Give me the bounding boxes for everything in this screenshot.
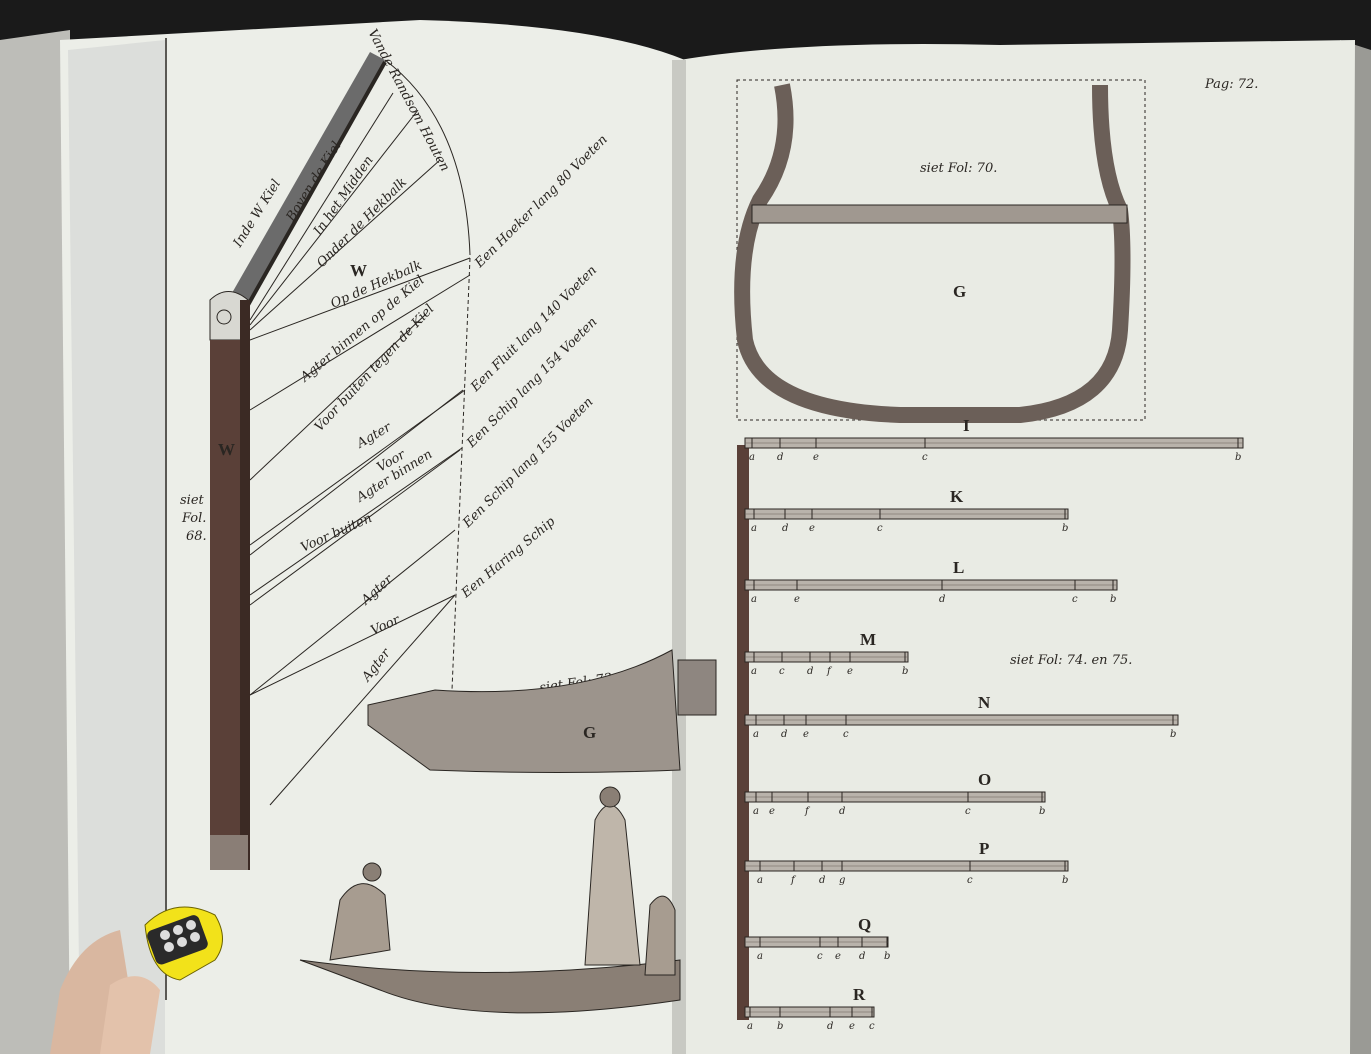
right-page [680, 40, 1355, 1054]
beam-tick-label: c [1072, 594, 1078, 605]
beam-letter: P [979, 839, 989, 858]
beam-tick-label: g [839, 875, 845, 886]
beam-tick-label: c [817, 951, 823, 962]
beam-tick-label: d [807, 666, 813, 677]
beam-tick-label: e [809, 523, 815, 534]
beam-tick-label: f [826, 666, 833, 677]
beam-tick-label: c [922, 452, 928, 463]
beam-tick-label: d [777, 452, 783, 463]
beam-tick-label: a [749, 452, 755, 463]
beam-tick-label: e [769, 806, 775, 817]
left-page-shadow [68, 40, 165, 1054]
beam-letter: I [963, 416, 970, 435]
beam-tick-label: b [902, 666, 908, 677]
beam-tick-label: b [1110, 594, 1116, 605]
beam-tick-label: a [751, 594, 757, 605]
beam-letter: M [860, 630, 876, 649]
beam-tick-label: b [777, 1021, 783, 1032]
beam-tick-label: f [804, 806, 811, 817]
hull-section-drawing: G [734, 79, 1146, 423]
beam-tick-label: d [859, 951, 865, 962]
keel-piece-end [677, 659, 717, 716]
beam-tick-label: b [1039, 806, 1045, 817]
beam-tick-label: d [781, 729, 787, 740]
beam-tick-label: c [877, 523, 883, 534]
beam-tick-label: b [884, 951, 890, 962]
center-letter: W [350, 261, 367, 280]
beam-tick-label: b [1235, 452, 1241, 463]
beam-tick-label: f [790, 875, 797, 886]
ref-top: siet Fol: 70. [920, 161, 997, 176]
beam-tick-label: d [782, 523, 788, 534]
beam-tick-label: a [751, 523, 757, 534]
beam-letter: N [978, 693, 991, 712]
beam-tick-label: c [869, 1021, 875, 1032]
ref-left-line: Fol. [181, 511, 206, 526]
ref-middle: siet Fol: 74. en 75. [1010, 653, 1132, 668]
keel-piece [367, 649, 681, 773]
page-stack-left [0, 30, 70, 1054]
beam-tick-label: d [819, 875, 825, 886]
yellow-clip [50, 906, 223, 1054]
beam-tick-label: e [813, 452, 819, 463]
ref-left-line: 68. [186, 529, 207, 544]
keel-letter: G [583, 723, 596, 742]
beam-tick-label: d [839, 806, 845, 817]
beam-tick-label: a [747, 1021, 753, 1032]
beam-letter: L [953, 558, 964, 577]
post-letter: W [218, 440, 235, 459]
beam-tick-label: a [757, 951, 763, 962]
thumb [100, 976, 160, 1054]
beam-letter: R [853, 985, 866, 1004]
hull-section-letter: G [953, 282, 966, 301]
beam-tick-label: b [1062, 523, 1068, 534]
beam-tick-label: d [939, 594, 945, 605]
page-number: Pag: 72. [1204, 77, 1258, 92]
stem-post [209, 52, 387, 870]
beam-tick-label: c [967, 875, 973, 886]
beam-tick-label: e [794, 594, 800, 605]
beam-letter: K [950, 487, 964, 506]
beam-tick-label: a [751, 666, 757, 677]
ref-left-line: siet [180, 493, 205, 508]
beam-stem [737, 445, 749, 1020]
beam-tick-label: b [1062, 875, 1068, 886]
beam-tick-label: c [965, 806, 971, 817]
beam-tick-label: e [847, 666, 853, 677]
beam-tick-label: e [803, 729, 809, 740]
fan-lines [249, 59, 471, 806]
beam-tick-label: a [753, 806, 759, 817]
beam-tick-label: e [849, 1021, 855, 1032]
beam-letter: O [978, 770, 991, 789]
beam-tick-label: e [835, 951, 841, 962]
beam-tick-label: c [843, 729, 849, 740]
beam-tick-label: a [753, 729, 759, 740]
gutter [672, 60, 686, 1054]
beam-tick-label: c [779, 666, 785, 677]
beam-tick-label: a [757, 875, 763, 886]
beam-letter: Q [858, 915, 871, 934]
beam-tick-label: b [1170, 729, 1176, 740]
beam-tick-label: d [827, 1021, 833, 1032]
engraving-figures [299, 786, 681, 1014]
